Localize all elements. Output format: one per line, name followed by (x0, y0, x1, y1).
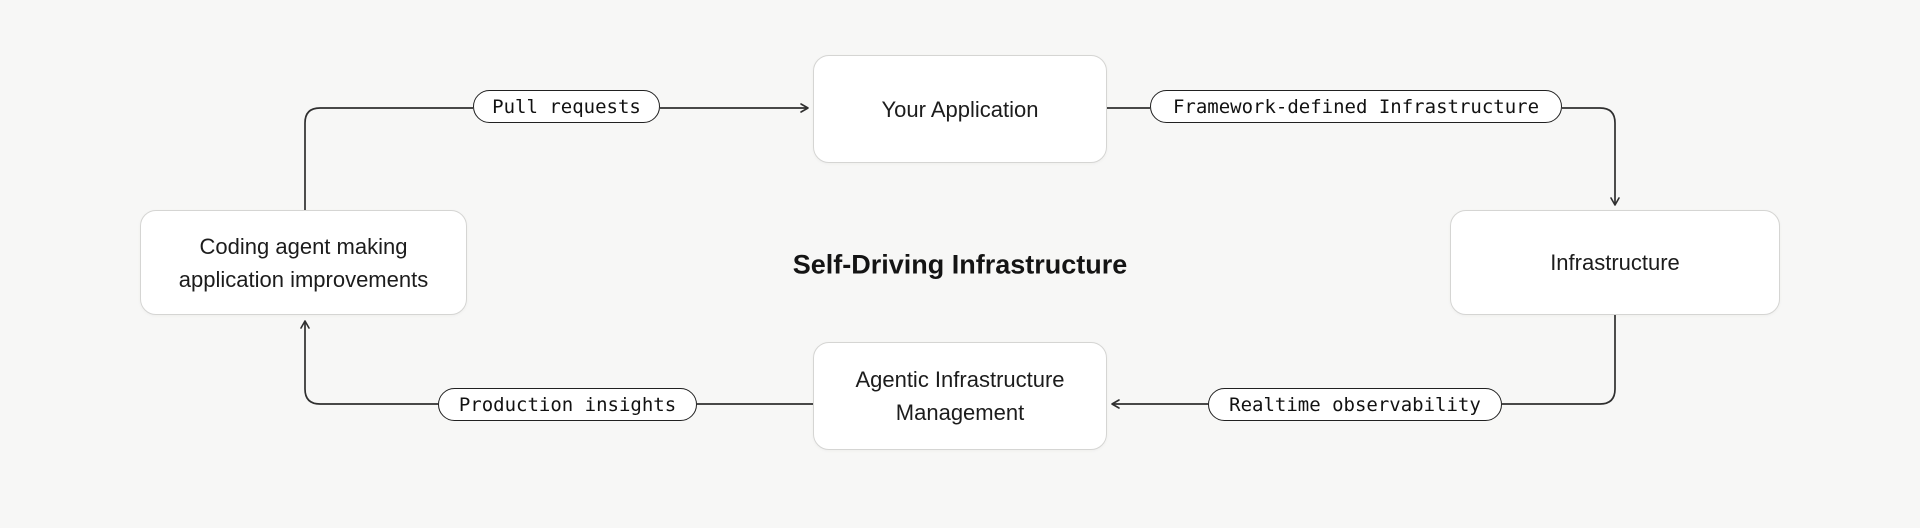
node-infrastructure-label: Infrastructure (1550, 250, 1680, 275)
node-coding-agent: Coding agent making application improvem… (140, 210, 467, 315)
edge-label-pull-requests-text: Pull requests (492, 95, 641, 118)
edge-label-realtime-text: Realtime observability (1229, 393, 1481, 416)
edge-label-production-text: Production insights (458, 393, 677, 416)
edge-production-pill-to-coding-arrow (300, 320, 438, 405)
diagram-title: Self-Driving Infrastructure (792, 249, 1128, 280)
edge-label-realtime-observability: Realtime observability (1208, 388, 1502, 421)
node-your-application: Your Application (813, 55, 1107, 163)
edge-coding-to-pull-pill (304, 107, 473, 210)
node-your-application-label: Your Application (881, 96, 1039, 122)
edge-label-production-insights: Production insights (438, 388, 697, 421)
edge-label-framework-defined-infrastructure: Framework-defined Infrastructure (1150, 90, 1562, 123)
node-agentic-label: Agentic Infrastructure Management (855, 367, 1065, 425)
edge-label-pull-requests: Pull requests (473, 90, 660, 123)
edge-infrastructure-to-realtime-pill (1502, 315, 1616, 405)
edge-label-framework-text: Framework-defined Infrastructure (1172, 95, 1540, 118)
node-infrastructure: Infrastructure (1450, 210, 1780, 315)
edge-framework-pill-to-infrastructure-arrow (1562, 107, 1620, 206)
node-agentic-infrastructure-management: Agentic Infrastructure Management (813, 342, 1107, 450)
node-coding-agent-label: Coding agent making application improvem… (178, 233, 429, 292)
